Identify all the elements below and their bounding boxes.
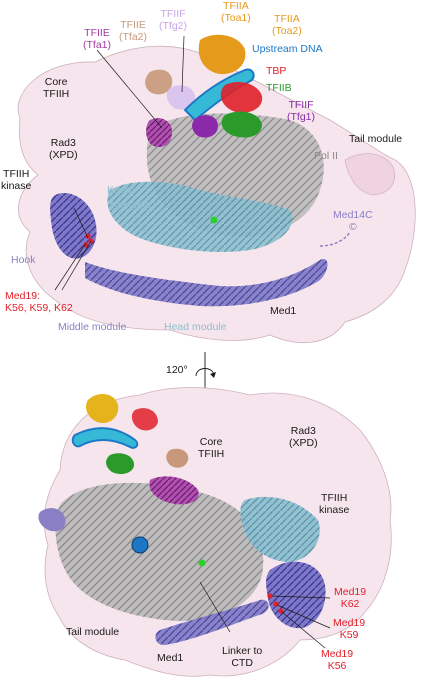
label-tfiie-tfa2: TFIIE(Tfa2) [119, 19, 148, 43]
label-tfiif-tfg2: TFIIF(Tfg2) [159, 8, 188, 32]
label-middle-module: Middle module [58, 321, 127, 333]
bottom-tfiib-ribbon [106, 453, 135, 474]
label-pol-ii: Pol II [314, 150, 338, 162]
label-tfiif-tfg1: TFIIF(Tfg1) [287, 99, 316, 123]
label-tfiia-toa2: TFIIA(Toa2) [272, 13, 302, 37]
bottom-dna-helix [71, 427, 139, 449]
middle-module-ribbon [50, 192, 97, 259]
bottom-med19-k59-sphere [273, 601, 279, 607]
rotation-label: 120° [166, 364, 188, 376]
label-med1-top: Med1 [270, 305, 297, 317]
tfiie-tfa2-ribbon [145, 69, 173, 95]
label-tail-module-top: Tail module [349, 133, 403, 145]
top-leader-lines [54, 35, 185, 291]
label-rad3: Rad3(XPD) [49, 137, 78, 161]
label-hook: Hook [11, 254, 36, 266]
label-tail-module-bottom: Tail module [66, 626, 120, 638]
label-med19-top: Med19:K56, K59, K62 [5, 290, 73, 314]
label-upstream-dna: Upstream DNA [252, 43, 323, 55]
bottom-tfiie-ribbon [149, 476, 199, 505]
active-site-marker [210, 216, 218, 224]
label-tfiie-tfa1: TFIIE(Tfa1) [83, 27, 112, 51]
bottom-pol-ii-core [131, 536, 149, 554]
tfiif-tfg2-ribbon [166, 85, 195, 110]
med19-k62-sphere [83, 242, 89, 248]
bottom-view [38, 387, 392, 677]
bottom-med19-k62-sphere [267, 593, 273, 599]
label-rad3-bottom: Rad3(XPD) [289, 425, 318, 449]
bottom-middle-arm [155, 599, 269, 646]
tail-density-lobe [344, 153, 396, 196]
top-view [17, 34, 416, 344]
tfiib-ribbon [221, 111, 262, 138]
label-knob: Knob [107, 184, 132, 196]
bottom-active-site-marker [198, 559, 206, 567]
bottom-tbp-ribbon [131, 408, 158, 431]
bottom-pol-ii-ribbon [55, 482, 264, 621]
tfiif-tfg1-ribbon [192, 115, 218, 138]
bottom-tfiif-ribbon [38, 508, 66, 532]
bottom-leader-lines [199, 581, 331, 649]
label-shoulder: Shoulder [110, 200, 153, 212]
tbp-ribbon [220, 82, 263, 113]
label-head-module: Head module [164, 321, 227, 333]
label-med14c: Med14C© [333, 209, 373, 233]
tfiia-ribbon [198, 34, 246, 75]
rotation-symbol [195, 352, 216, 388]
bottom-tfiia-ribbon [86, 393, 119, 424]
label-tbp: TBP [266, 65, 287, 77]
label-tfiia-toa1: TFIIA(Toa1) [221, 0, 251, 24]
tfiie-tfa1-ribbon [146, 118, 172, 148]
head-module-ribbon [107, 181, 293, 252]
label-tfiib: TFIIB [266, 82, 292, 94]
bottom-head-module-ribbon [240, 496, 320, 562]
bottom-tfa2-ribbon [166, 448, 189, 468]
middle-module-arm [85, 259, 328, 307]
label-med1-bottom: Med1 [157, 652, 184, 664]
med14c-dashed-linker [319, 231, 351, 247]
